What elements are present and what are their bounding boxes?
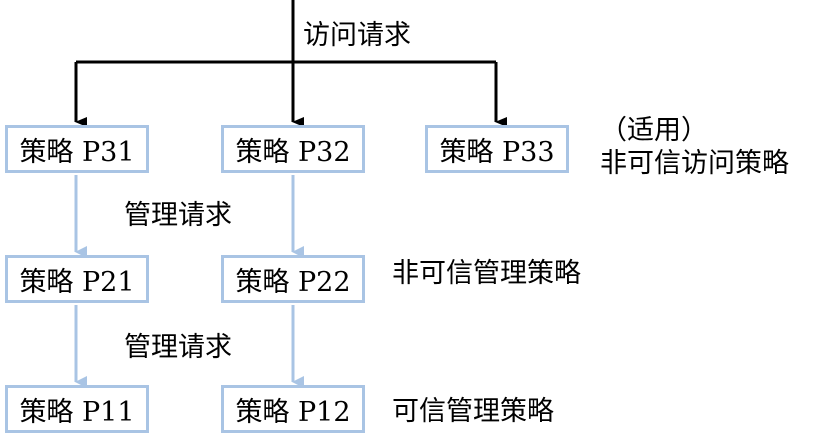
management-request-label-1: 管理请求 (124, 200, 232, 231)
access-request-label: 访问请求 (303, 20, 411, 51)
policy-p33: 策略 P33 (425, 125, 569, 173)
untrusted-management-policy-label: 非可信管理策略 (392, 258, 581, 289)
applicable-label: （适用） (600, 115, 708, 146)
policy-p12: 策略 P12 (221, 385, 365, 433)
policy-p22: 策略 P22 (221, 255, 365, 303)
management-request-label-2: 管理请求 (124, 332, 232, 363)
untrusted-access-policy-label: 非可信访问策略 (600, 148, 789, 179)
policy-p31: 策略 P31 (5, 125, 149, 173)
trusted-management-policy-label: 可信管理策略 (392, 396, 554, 427)
policy-p32: 策略 P32 (221, 125, 365, 173)
policy-p11: 策略 P11 (5, 385, 149, 433)
policy-p21: 策略 P21 (5, 255, 149, 303)
